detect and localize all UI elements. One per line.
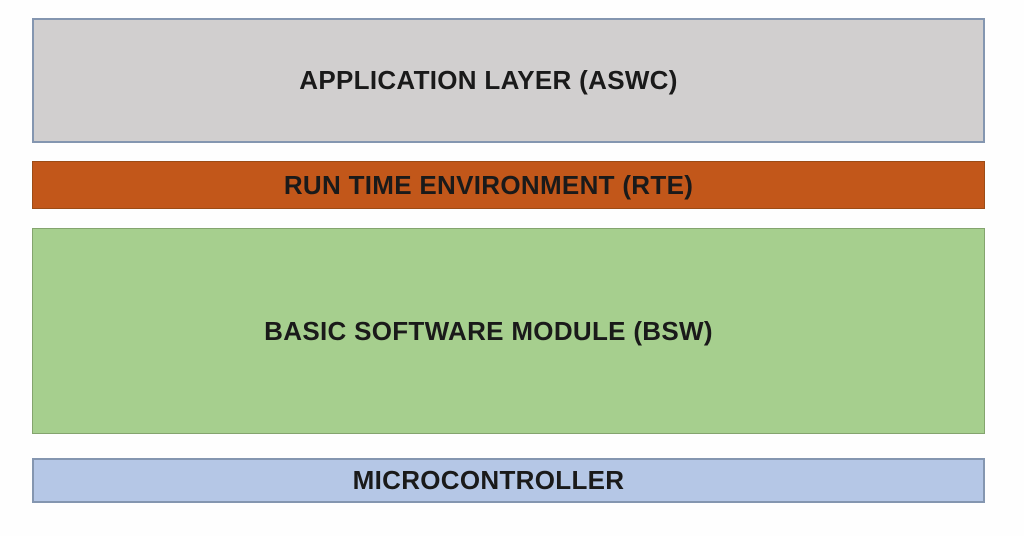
layer-microcontroller: MICROCONTROLLER: [32, 458, 985, 503]
layer-basic-software-module-label: BASIC SOFTWARE MODULE (BSW): [264, 315, 713, 346]
layer-run-time-environment: RUN TIME ENVIRONMENT (RTE): [32, 161, 985, 209]
layer-run-time-environment-label: RUN TIME ENVIRONMENT (RTE): [283, 169, 694, 200]
layer-application-aswc-label: APPLICATION LAYER (ASWC): [299, 65, 678, 95]
layer-basic-software-module: BASIC SOFTWARE MODULE (BSW): [32, 228, 985, 434]
layer-application-aswc: APPLICATION LAYER (ASWC): [32, 18, 985, 143]
layer-microcontroller-label: MICROCONTROLLER: [352, 465, 625, 495]
